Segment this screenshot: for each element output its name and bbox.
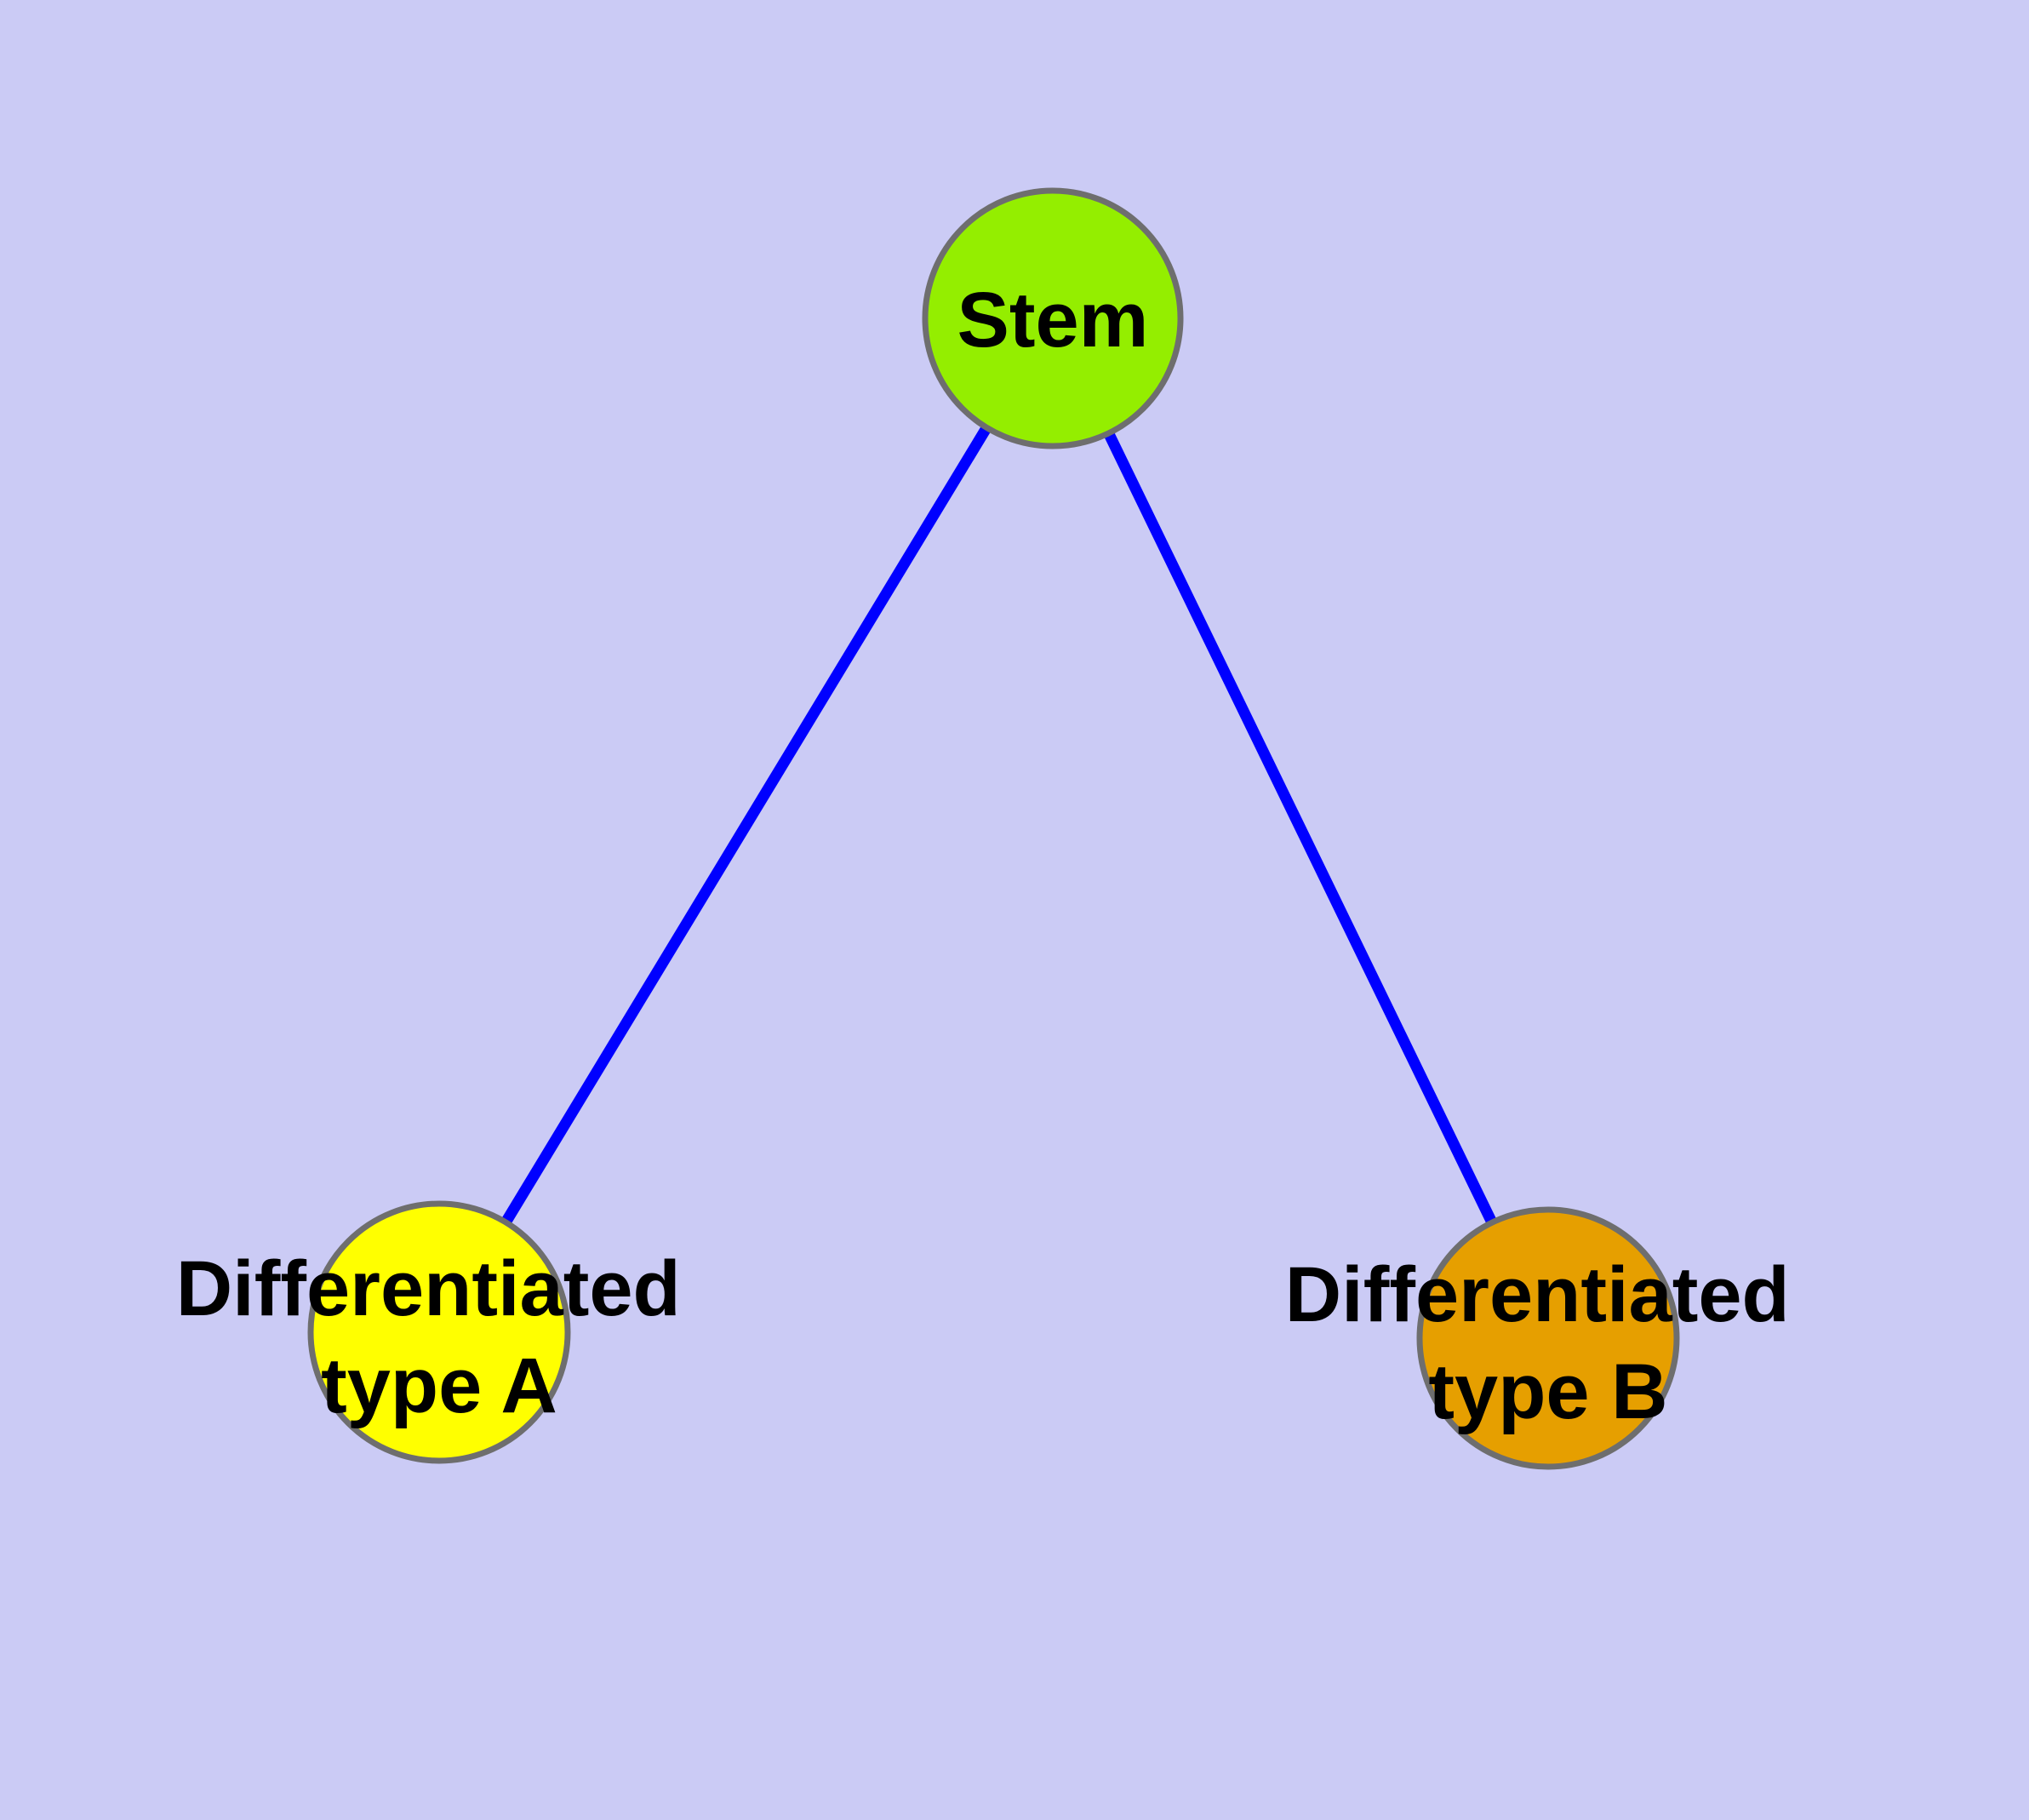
node-differentiated-type-b-label-line-2: type B (1428, 1348, 1667, 1435)
edge-stem-to-type-b (1048, 316, 1553, 1341)
node-differentiated-type-b (1416, 1206, 1680, 1470)
node-differentiated-type-a-label: Differentiated type A (176, 1245, 703, 1429)
node-stem-label: Stem (957, 277, 1149, 363)
node-stem (922, 187, 1184, 449)
edge-stem-to-type-a (434, 315, 1058, 1336)
node-differentiated-type-b-label-line-1: Differentiated (1285, 1251, 1790, 1338)
node-differentiated-type-b-label: Differentiated type B (1285, 1251, 1812, 1435)
node-differentiated-type-a (307, 1200, 571, 1464)
node-differentiated-type-a-label-line-1: Differentiated (176, 1245, 681, 1332)
node-differentiated-type-a-label-line-2: type A (321, 1342, 557, 1429)
